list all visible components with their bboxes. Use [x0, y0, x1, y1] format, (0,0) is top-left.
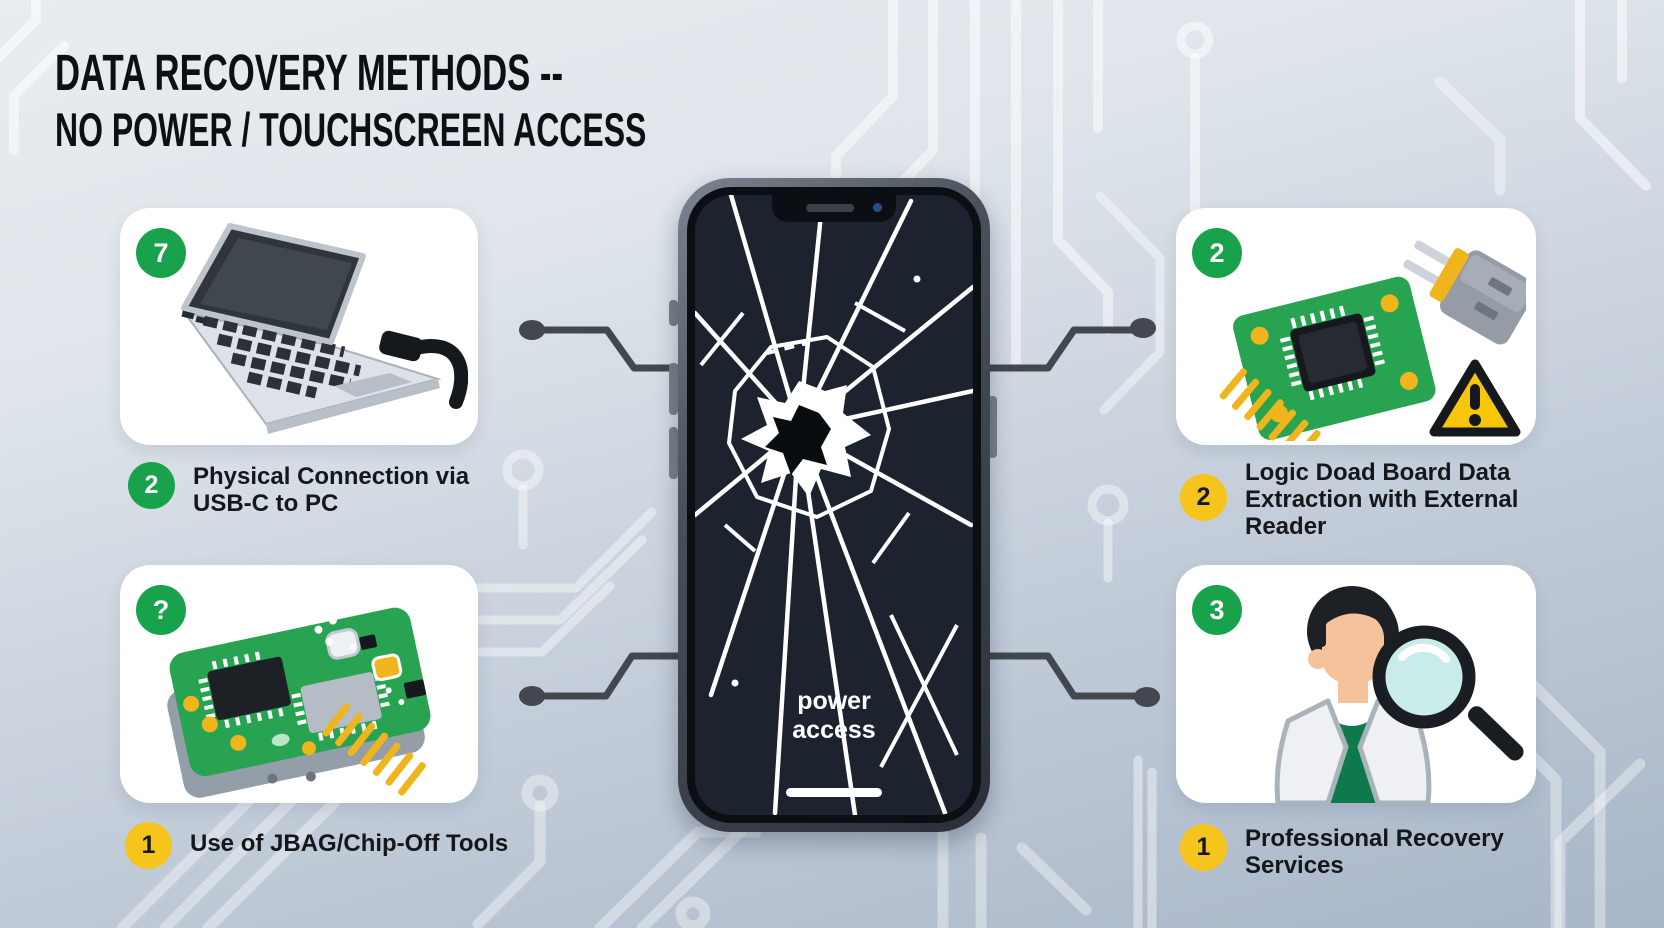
magnifier-icon	[1372, 625, 1524, 761]
earpiece-speaker-icon	[806, 204, 855, 212]
step-badge: 7	[136, 228, 186, 278]
caption-jtag-tools: 1 Use of JBAG/Chip-Off Tools	[125, 822, 530, 869]
page-title: DATA RECOVERY METHODS -- NO POWER / TOUC…	[55, 46, 646, 155]
phone-volume-up-button	[669, 363, 678, 415]
cracked-glass-icon	[695, 195, 973, 815]
step-badge: 2	[1192, 228, 1242, 278]
caption-badge: 2	[1180, 474, 1227, 521]
laptop-usb-cable-icon	[181, 223, 468, 434]
title-line-1: DATA RECOVERY METHODS --	[55, 44, 564, 101]
caption-badge: 2	[128, 462, 175, 509]
caption-badge: 1	[125, 822, 172, 869]
phone-notch	[772, 195, 896, 222]
phone-bezel: power access	[687, 187, 981, 823]
caption-text: Physical Connection via USB-C to PC	[193, 463, 470, 517]
chip-reader-icon	[1219, 240, 1526, 441]
screen-label-line-2: access	[792, 715, 876, 744]
smartphone: power access	[678, 178, 990, 832]
caption-logic-board-extraction: 2 Logic Doad Board Data Extraction with …	[1180, 459, 1537, 541]
caption-text: Logic Doad Board Data Extraction with Ex…	[1245, 459, 1519, 540]
warning-triangle-icon	[1429, 359, 1521, 437]
front-camera-icon	[873, 203, 882, 212]
technician-magnifier-icon	[1274, 586, 1524, 803]
title-line-2: NO POWER / TOUCHSCREEN ACCESS	[55, 103, 647, 157]
card-logic-board-extraction: 2	[1176, 208, 1536, 445]
card-jtag-tools: ?	[120, 565, 478, 803]
caption-badge: 1	[1180, 824, 1227, 871]
caption-professional-recovery: 1 Professional Recovery Services	[1180, 824, 1545, 880]
screen-label: power access	[695, 687, 973, 744]
caption-text: Professional Recovery Services	[1245, 825, 1504, 879]
screen-label-line-1: power	[797, 687, 871, 715]
phone-power-button	[988, 396, 997, 458]
phone-volume-down-button	[669, 427, 678, 479]
caption-usb-connection: 2 Physical Connection via USB-C to PC	[128, 462, 493, 518]
jtag-board-icon	[167, 607, 431, 798]
step-badge: ?	[136, 585, 186, 635]
phone-mute-switch	[669, 300, 678, 326]
step-badge: 3	[1192, 585, 1242, 635]
card-professional-recovery: 3	[1176, 565, 1536, 803]
home-indicator	[786, 788, 882, 797]
caption-text: Use of JBAG/Chip-Off Tools	[190, 830, 509, 857]
card-usb-connection: 7	[120, 208, 478, 445]
phone-screen: power access	[695, 195, 973, 815]
